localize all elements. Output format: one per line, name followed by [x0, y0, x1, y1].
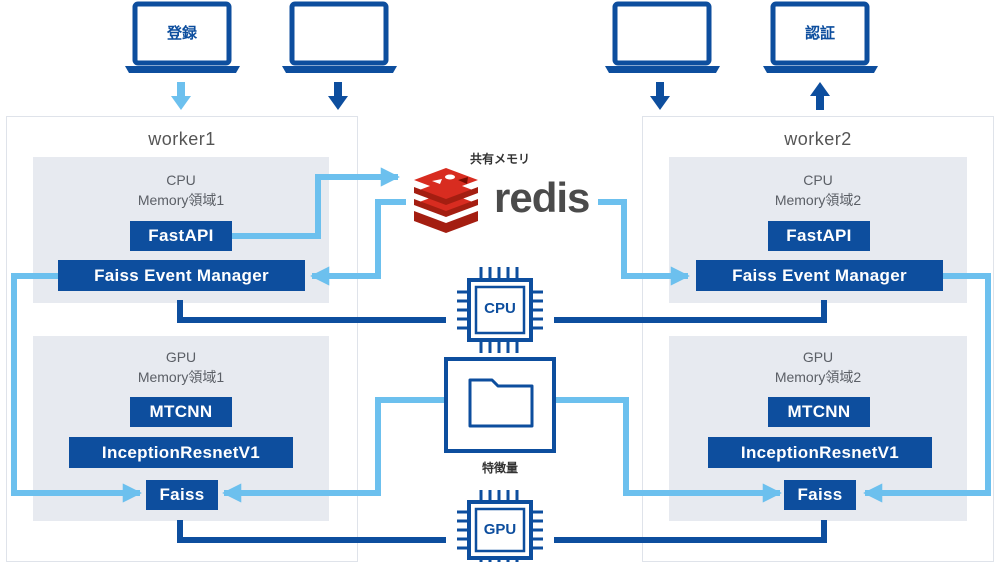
laptop-icon-3: [605, 1, 720, 73]
worker2-title: worker2: [784, 129, 852, 149]
laptop4-arrow: [810, 82, 830, 110]
cpu-chip-icon: [457, 267, 543, 353]
worker2-event-manager-box: Faiss Event Manager: [696, 260, 943, 291]
laptop4-label: 認証: [804, 25, 835, 42]
shared-memory-label: 共有メモリ: [469, 152, 530, 166]
feature-to-faiss1-line: [222, 397, 446, 503]
worker2-gpu-panel-label: GPU Memory領域2: [774, 349, 862, 385]
redis-logo-icon: [414, 168, 478, 233]
folder-icon: [444, 357, 556, 453]
laptop1-label: 登録: [166, 25, 197, 42]
laptop-icon-4: [763, 1, 878, 73]
worker1-mtcnn-box: MTCNN: [130, 397, 232, 427]
worker2-faiss-box: Faiss: [784, 480, 856, 510]
cpu-chip-label: CPU: [484, 300, 516, 317]
worker2-fastapi-box: FastAPI: [768, 221, 870, 251]
redis-to-event-manager1-line: [310, 199, 406, 286]
feature-label: 特徴量: [481, 461, 518, 475]
laptop3-arrow: [650, 82, 670, 110]
redis-to-event-manager2-line: [598, 199, 690, 286]
gpu-bus-left-line: [177, 520, 446, 543]
worker1-event-manager-box: Faiss Event Manager: [58, 260, 305, 291]
fastapi-to-redis-line: [232, 167, 400, 239]
gpu-bus-right-line: [554, 520, 827, 543]
worker1-faiss-box: Faiss: [146, 480, 218, 510]
worker2-cpu-panel-label: CPU Memory領域2: [774, 172, 862, 208]
cpu-bus-left-line: [177, 300, 446, 323]
gpu-chip-label: GPU: [483, 521, 517, 538]
redis-label: redis: [494, 174, 590, 221]
worker2-inception-box: InceptionResnetV1: [708, 437, 932, 468]
feature-to-faiss2-line: [554, 397, 782, 503]
gpu-chip-icon: [457, 490, 543, 562]
laptop-icon-2: [282, 1, 397, 73]
worker1-gpu-panel-label: GPU Memory領域1: [137, 349, 225, 385]
worker2-mtcnn-box: MTCNN: [768, 397, 870, 427]
event-manager1-to-faiss1-line: [11, 273, 142, 503]
worker1-fastapi-box: FastAPI: [130, 221, 232, 251]
cpu-bus-right-line: [554, 300, 827, 323]
worker1-inception-box: InceptionResnetV1: [69, 437, 293, 468]
laptop1-arrow: [171, 82, 191, 110]
worker1-cpu-panel-label: CPU Memory領域1: [137, 172, 225, 208]
laptop-icon-1: [125, 1, 240, 73]
event-manager2-to-faiss2-line: [863, 273, 991, 503]
worker1-title: worker1: [148, 129, 216, 149]
laptop2-arrow: [328, 82, 348, 110]
